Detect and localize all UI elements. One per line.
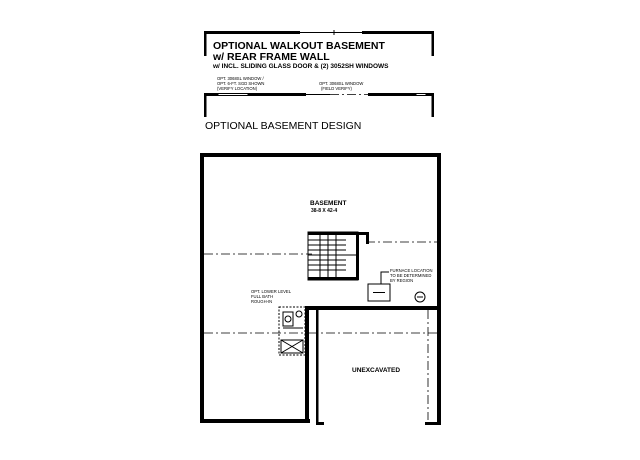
- furnace-note-3: BY REGION: [390, 278, 413, 283]
- bath-note-1: OPT. LOWER LEVEL: [251, 289, 292, 294]
- walkout-wall-strip: [204, 30, 434, 56]
- walkout-title-line2: w/ REAR FRAME WALL: [212, 51, 330, 63]
- unexcavated-label: UNEXCAVATED: [352, 367, 400, 374]
- bath-note-3: ROUGH-IN: [251, 299, 272, 304]
- furnace-note-2: TO BE DETERMINED: [390, 273, 431, 278]
- walkout-note-right-2: (FIELD VERIFY): [321, 86, 353, 91]
- walkout-subtitle: w/ INCL. SLIDING GLASS DOOR & (2) 3052SH…: [212, 63, 389, 70]
- basement-label: BASEMENT: [310, 200, 347, 207]
- basement-outline: [200, 153, 441, 425]
- walkout-window-strip: [204, 93, 434, 117]
- walkout-note-left-2: OPT. 6-FT. SGD SHOWN: [217, 81, 264, 86]
- furnace-note-1: FURNACE LOCATION: [390, 268, 433, 273]
- furnace: [367, 271, 426, 303]
- section-title: OPTIONAL BASEMENT DESIGN: [205, 120, 361, 132]
- walkout-note-right-1: OPT. 3068SL WINDOW: [319, 81, 363, 86]
- stairs: [307, 231, 369, 281]
- beam-lines: [204, 241, 437, 420]
- optional-bath: [278, 306, 306, 356]
- bath-note-2: FULL BATH: [251, 294, 273, 299]
- walkout-title-line1: OPTIONAL WALKOUT BASEMENT: [213, 40, 385, 52]
- basement-dimensions: 38-8 X 42-4: [311, 208, 337, 214]
- walkout-note-left-1: OPT. 3068SL WINDOW /: [217, 76, 264, 81]
- walkout-note-left-3: (VERIFY LOCATION): [217, 86, 258, 91]
